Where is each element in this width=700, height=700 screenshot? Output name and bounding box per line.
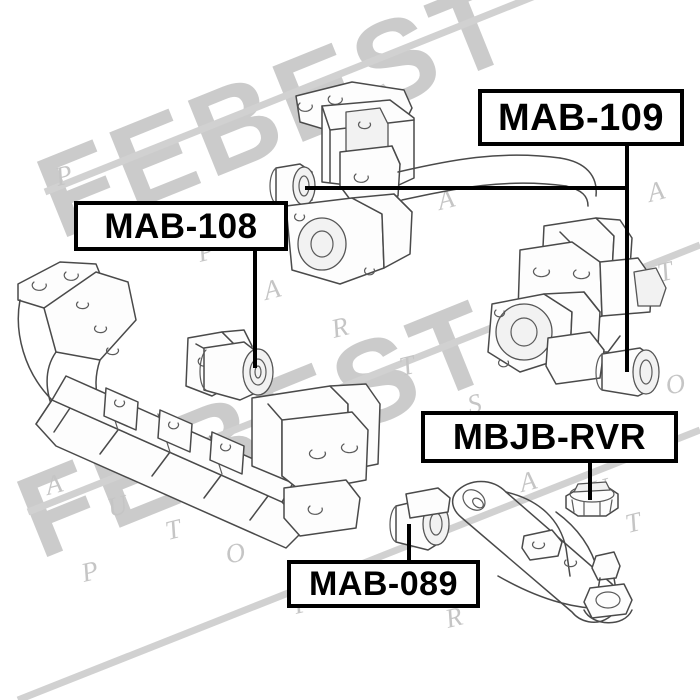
part-ball-joint-boot [565, 481, 619, 517]
part-bushing-mab109 [595, 347, 660, 397]
part-label-mab-089-text: MAB-089 [309, 565, 458, 603]
part-bushing-mab089 [389, 487, 451, 551]
watermark-letter-a-3: A [642, 175, 668, 209]
watermark-letter-o-1: O [222, 536, 248, 570]
part-label-mab-108[interactable]: MAB-108 [74, 201, 288, 251]
watermark-letter-a-1: A [258, 273, 284, 307]
part-lower-control-arm [451, 480, 633, 624]
watermark-rule-1 [43, 0, 535, 196]
watermark-letter-o-2: O [662, 367, 688, 401]
part-label-mbjb-rvr[interactable]: MBJB-RVR [421, 411, 678, 463]
part-subframe-crossmember [17, 261, 381, 549]
watermark-letter-t-4: T [622, 506, 646, 539]
part-right-mount-assembly [487, 217, 667, 385]
part-label-mab-109[interactable]: MAB-109 [478, 89, 684, 146]
part-flange-bracket-left [285, 193, 413, 285]
part-label-mab-108-text: MAB-108 [104, 206, 258, 246]
leader-lines [253, 146, 629, 560]
part-bushing-mab108 [185, 329, 274, 401]
watermark-letter-a-5: A [514, 465, 540, 499]
part-label-mbjb-rvr-text: MBJB-RVR [452, 416, 647, 457]
part-label-mab-089[interactable]: MAB-089 [287, 560, 480, 608]
part-upper-engine-mount [295, 81, 597, 207]
part-label-mab-109-text: MAB-109 [497, 96, 665, 139]
part-bushing-mab109-left [269, 163, 316, 209]
